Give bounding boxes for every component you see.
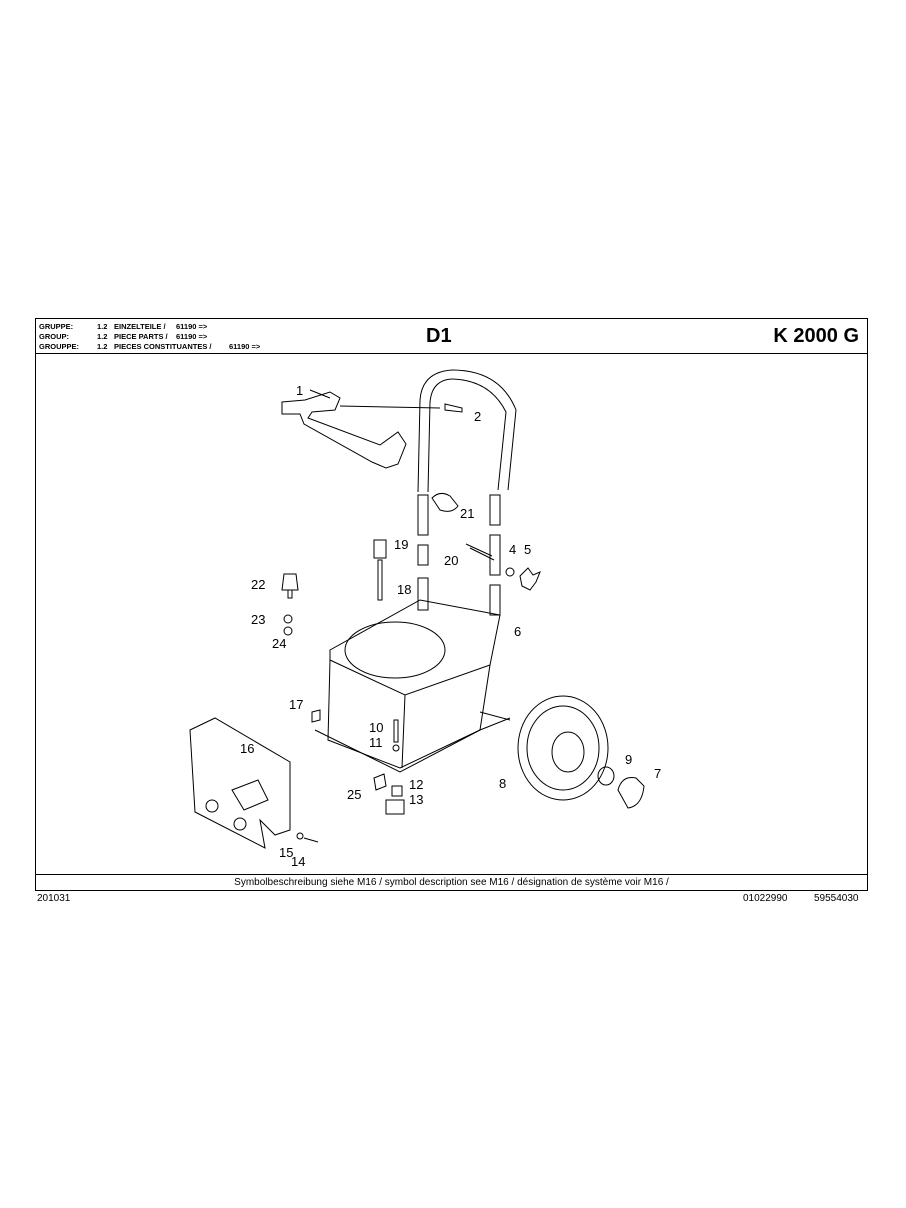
callout-label: 11 bbox=[369, 735, 383, 750]
callout-label: 15 bbox=[279, 845, 293, 860]
group-label: GROUPPE: bbox=[39, 342, 80, 351]
nut-24 bbox=[283, 626, 293, 636]
callout-label: 10 bbox=[369, 720, 383, 735]
washer-23 bbox=[283, 614, 293, 624]
group-code: 61190 => bbox=[229, 342, 261, 351]
shield-cutout bbox=[231, 779, 269, 811]
star-knob-5 bbox=[519, 567, 541, 591]
clamp-21 bbox=[431, 492, 459, 512]
callout-label: 4 bbox=[509, 542, 516, 557]
handle-tube-top bbox=[451, 369, 517, 491]
sheet-header: GRUPPE: 1.2 EINZELTEILE / 61190 => GROUP: 1.… bbox=[36, 319, 867, 354]
wheel-tyre bbox=[517, 695, 609, 801]
hub-cap-7 bbox=[617, 777, 645, 809]
group-name: EINZELTEILE / bbox=[114, 322, 166, 331]
foot-22 bbox=[281, 573, 299, 599]
callout-label: 22 bbox=[251, 577, 265, 592]
group-name: PIECES CONSTITUANTES / bbox=[114, 342, 212, 351]
callout-label: 14 bbox=[291, 854, 305, 869]
callout-label: 18 bbox=[397, 582, 411, 597]
group-name: PIECE PARTS / bbox=[114, 332, 168, 341]
group-label: GROUP: bbox=[39, 332, 69, 341]
sheet-code: D1 bbox=[426, 325, 452, 347]
callout-label: 19 bbox=[394, 537, 408, 552]
axle bbox=[479, 711, 511, 721]
callout-label: 1 bbox=[296, 383, 303, 398]
handle-tube-left bbox=[417, 369, 453, 493]
callout-label: 13 bbox=[409, 792, 423, 807]
group-line-de: GRUPPE: 1.2 EINZELTEILE / 61190 => bbox=[39, 322, 207, 331]
callout-label: 16 bbox=[240, 741, 254, 756]
leader-1 bbox=[309, 389, 441, 409]
housing-top bbox=[329, 599, 501, 696]
callout-label: 6 bbox=[514, 624, 521, 639]
drawing-lines bbox=[189, 368, 645, 849]
cap-25 bbox=[373, 773, 387, 791]
screw-14-15 bbox=[296, 832, 319, 843]
callout-label: 20 bbox=[444, 553, 458, 568]
handle-lower-left bbox=[417, 494, 429, 611]
date-code: 201031 bbox=[37, 893, 71, 904]
model-name: K 2000 G bbox=[773, 325, 859, 347]
group-code: 61190 => bbox=[176, 322, 208, 331]
callout-label: 24 bbox=[272, 636, 286, 651]
callout-label: 5 bbox=[524, 542, 531, 557]
handle-tube bbox=[420, 368, 510, 490]
bracket-17 bbox=[311, 709, 321, 723]
washer-11 bbox=[392, 744, 400, 752]
callout-label: 21 bbox=[460, 506, 474, 521]
shield-hole-1 bbox=[205, 799, 219, 813]
wheel-hub bbox=[551, 731, 585, 773]
washer-9 bbox=[597, 766, 615, 786]
housing-opening bbox=[344, 621, 446, 679]
handle-tube-left-inner bbox=[427, 378, 453, 493]
callout-label: 2 bbox=[474, 409, 481, 424]
callout-label: 7 bbox=[654, 766, 661, 781]
screw-10 bbox=[393, 719, 399, 743]
parts-sheet: GRUPPE: 1.2 EINZELTEILE / 61190 => GROUP: 1.… bbox=[35, 318, 868, 891]
group-line-en: GROUP: 1.2 PIECE PARTS / 61190 => bbox=[39, 332, 207, 341]
group-label: GRUPPE: bbox=[39, 322, 74, 331]
push-handle bbox=[281, 391, 407, 469]
wheel-tyre-inner bbox=[526, 705, 600, 791]
plug-19 bbox=[373, 539, 387, 601]
part-number: 59554030 bbox=[814, 893, 859, 904]
pin-2 bbox=[444, 403, 463, 413]
group-number: 1.2 bbox=[97, 322, 108, 331]
callout-label: 8 bbox=[499, 776, 506, 791]
housing-sides bbox=[327, 659, 491, 769]
group-code: 61190 => bbox=[176, 332, 208, 341]
group-number: 1.2 bbox=[97, 342, 108, 351]
shield-hole-2 bbox=[233, 817, 247, 831]
document-number: 01022990 bbox=[743, 893, 788, 904]
callout-label: 12 bbox=[409, 777, 423, 792]
callout-label: 23 bbox=[251, 612, 265, 627]
callout-labels: 1 2 4 5 6 7 8 9 10 11 12 13 14 15 16 17 … bbox=[240, 383, 661, 869]
callout-label: 25 bbox=[347, 787, 361, 802]
chassis-bar bbox=[314, 717, 511, 773]
symbol-note: Symbolbeschreibung siehe M16 / symbol de… bbox=[36, 874, 867, 890]
bolt-20 bbox=[465, 543, 495, 561]
group-number: 1.2 bbox=[97, 332, 108, 341]
callout-label: 17 bbox=[289, 697, 303, 712]
callout-label: 9 bbox=[625, 752, 632, 767]
washer-4 bbox=[505, 567, 515, 577]
handle-lower-right bbox=[489, 494, 501, 616]
shield-16 bbox=[189, 717, 291, 849]
foot-12-13 bbox=[385, 785, 405, 815]
group-line-fr: GROUPPE: 1.2 PIECES CONSTITUANTES / 61190 =… bbox=[39, 342, 260, 351]
